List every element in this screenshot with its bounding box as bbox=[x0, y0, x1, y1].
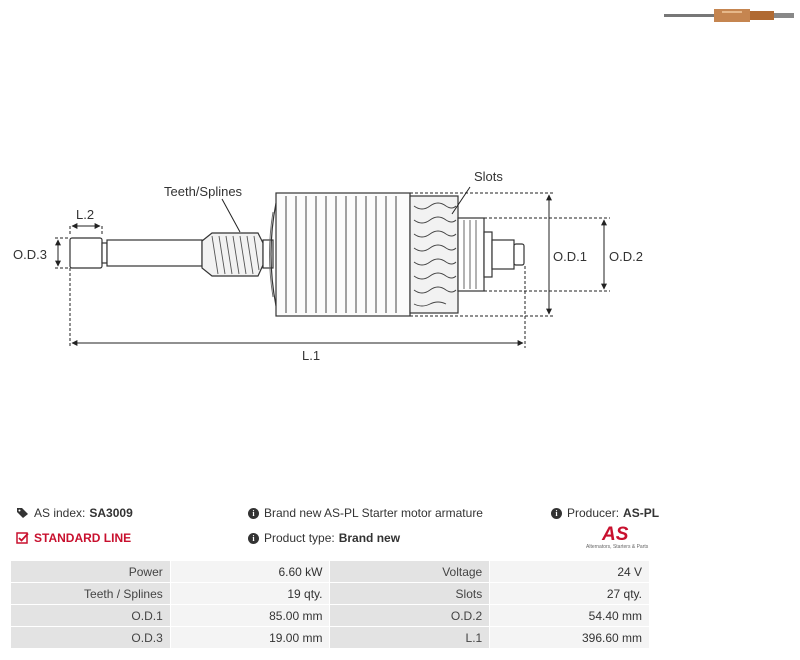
spec-value: 85.00 mm bbox=[169, 604, 331, 627]
spec-label: O.D.2 bbox=[329, 604, 491, 627]
table-row: O.D.3 19.00 mm L.1 396.60 mm bbox=[10, 626, 650, 649]
spec-label: L.1 bbox=[329, 626, 491, 649]
spec-value: 19 qty. bbox=[169, 582, 331, 605]
label-slots: Slots bbox=[474, 169, 503, 184]
spec-label: O.D.1 bbox=[10, 604, 171, 627]
label-l2: L.2 bbox=[76, 207, 94, 222]
label-l1: L.1 bbox=[302, 348, 320, 363]
dimension-lines bbox=[55, 186, 610, 348]
armature-core bbox=[269, 192, 411, 317]
armature-thumbnail[interactable] bbox=[664, 9, 794, 22]
description-text: Brand new AS-PL Starter motor armature bbox=[264, 506, 483, 520]
spec-value: 396.60 mm bbox=[489, 626, 650, 649]
logo-mark: AS bbox=[602, 524, 629, 545]
shaft bbox=[69, 237, 203, 269]
table-row: O.D.1 85.00 mm O.D.2 54.40 mm bbox=[10, 604, 650, 627]
info-icon: i bbox=[551, 507, 562, 519]
producer-value: AS-PL bbox=[623, 506, 660, 520]
specs-table: Power 6.60 kW Voltage 24 V Teeth / Splin… bbox=[10, 560, 650, 649]
info-icon: i bbox=[248, 507, 259, 519]
commutator bbox=[457, 217, 525, 292]
spec-label: Slots bbox=[329, 582, 491, 605]
label-od3: O.D.3 bbox=[13, 247, 47, 262]
spec-label: Power bbox=[10, 560, 171, 583]
product-type: i Product type: Brand new bbox=[248, 531, 400, 545]
spec-value: 54.40 mm bbox=[489, 604, 650, 627]
checkbox-icon bbox=[16, 532, 29, 544]
dimension-labels: Teeth/Splines Slots L.2 O.D.3 O.D.1 O.D.… bbox=[13, 169, 643, 363]
table-row: Teeth / Splines 19 qty. Slots 27 qty. bbox=[10, 582, 650, 605]
standard-line: STANDARD LINE bbox=[16, 531, 131, 545]
logo-tagline: Alternators, Starters & Parts bbox=[586, 544, 649, 550]
producer-label: Producer: bbox=[567, 506, 620, 520]
product-type-label: Product type: bbox=[264, 531, 335, 545]
label-od2: O.D.2 bbox=[609, 249, 643, 264]
label-od1: O.D.1 bbox=[553, 249, 587, 264]
spec-value: 19.00 mm bbox=[169, 626, 331, 649]
description: i Brand new AS-PL Starter motor armature bbox=[248, 506, 483, 520]
as-index-label: AS index: bbox=[34, 506, 86, 520]
product-type-value: Brand new bbox=[338, 531, 401, 545]
spec-value: 6.60 kW bbox=[169, 560, 331, 583]
spec-value: 24 V bbox=[489, 560, 650, 583]
table-row: Power 6.60 kW Voltage 24 V bbox=[10, 560, 650, 583]
winding-end bbox=[409, 195, 459, 314]
as-index-value: SA3009 bbox=[89, 506, 133, 520]
spec-label: Teeth / Splines bbox=[10, 582, 171, 605]
spec-label: O.D.3 bbox=[10, 626, 171, 649]
as-pl-logo: AS Alternators, Starters & Parts bbox=[586, 524, 652, 552]
as-index: AS index: SA3009 bbox=[16, 506, 133, 520]
standard-line-label: STANDARD LINE bbox=[34, 531, 132, 545]
info-icon: i bbox=[248, 532, 259, 544]
spec-label: Voltage bbox=[329, 560, 491, 583]
splines bbox=[201, 232, 274, 277]
armature-drawing: Teeth/Splines Slots L.2 O.D.3 O.D.1 O.D.… bbox=[13, 9, 794, 363]
label-teeth-splines: Teeth/Splines bbox=[164, 184, 243, 199]
spec-value: 27 qty. bbox=[489, 582, 650, 605]
producer: i Producer: AS-PL bbox=[551, 506, 659, 520]
tag-icon bbox=[17, 508, 28, 518]
